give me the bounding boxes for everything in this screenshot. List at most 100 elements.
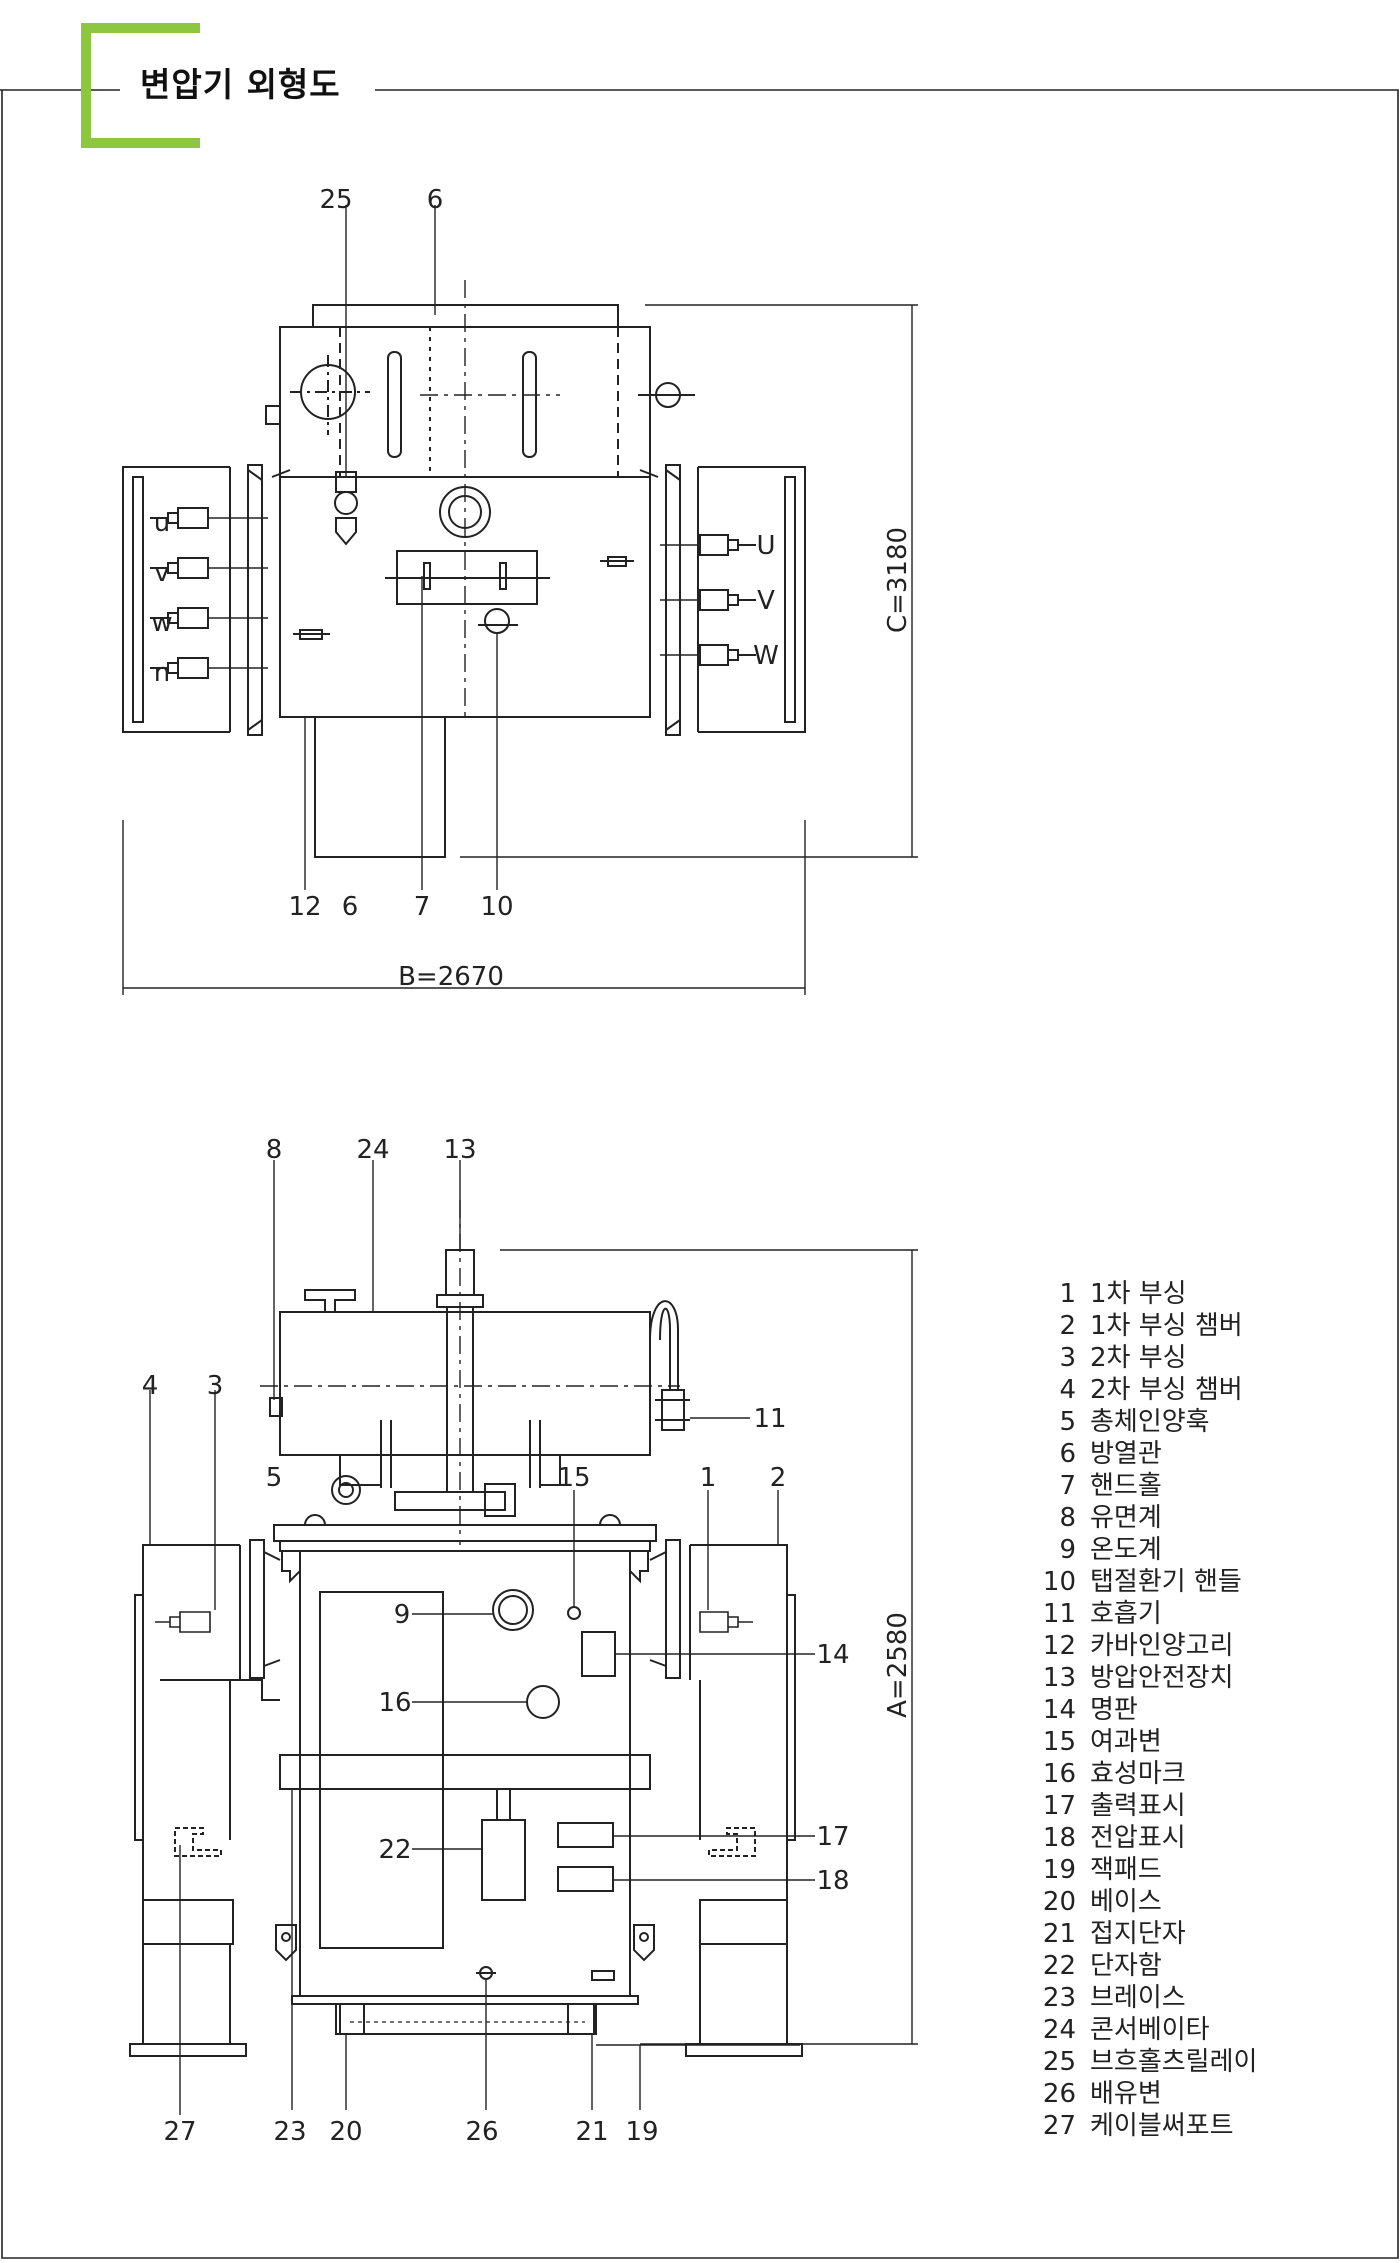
legend-label: 잭패드 — [1090, 1855, 1162, 1885]
legend-label: 콘서베이타 — [1090, 2015, 1210, 2045]
legend-item: 25 브흐홀츠릴레이 — [1036, 2046, 1366, 2078]
terminal-V: V — [757, 586, 775, 616]
terminal-v: v — [154, 558, 169, 588]
callout-12: 12 — [288, 892, 321, 922]
front-view — [129, 1160, 918, 2115]
terminal-U: U — [756, 531, 775, 561]
legend-label: 1차 부싱 — [1090, 1279, 1187, 1309]
terminal-w: w — [151, 608, 172, 638]
legend-item: 13 방압안전장치 — [1036, 1662, 1366, 1694]
callout-11: 11 — [753, 1404, 786, 1434]
legend-label: 방압안전장치 — [1090, 1663, 1234, 1693]
legend-label: 온도계 — [1090, 1535, 1162, 1565]
callout-1: 1 — [700, 1463, 717, 1493]
sheet-border — [0, 23, 1399, 2259]
callout-21: 21 — [575, 2117, 608, 2147]
callout-18: 18 — [816, 1866, 849, 1896]
callout-26: 26 — [465, 2117, 498, 2147]
legend-item: 8 유면계 — [1036, 1502, 1366, 1534]
legend-item: 27 케이블써포트 — [1036, 2110, 1366, 2142]
legend-number: 8 — [1059, 1503, 1076, 1533]
callout-23: 23 — [273, 2117, 306, 2147]
terminal-u: u — [154, 508, 170, 538]
legend-label: 탭절환기 핸들 — [1090, 1567, 1242, 1597]
legend-label: 전압표시 — [1090, 1823, 1186, 1853]
callout-27: 27 — [163, 2117, 196, 2147]
terminal-n: n — [154, 658, 170, 688]
legend-label: 1차 부싱 챔버 — [1090, 1311, 1243, 1341]
legend-number: 16 — [1042, 1759, 1076, 1789]
legend-number: 9 — [1059, 1535, 1076, 1565]
legend-label: 출력표시 — [1090, 1791, 1186, 1821]
legend-number: 11 — [1042, 1599, 1076, 1629]
legend-label: 효성마크 — [1090, 1759, 1186, 1789]
legend-number: 5 — [1059, 1407, 1076, 1437]
legend-number: 22 — [1042, 1951, 1076, 1981]
legend-item: 24 콘서베이타 — [1036, 2014, 1366, 2046]
top-view — [122, 205, 918, 995]
legend-item: 22 단자함 — [1036, 1950, 1366, 1982]
legend-label: 베이스 — [1090, 1887, 1162, 1917]
legend-number: 26 — [1042, 2079, 1076, 2109]
legend-number: 18 — [1042, 1823, 1076, 1853]
dim-c: C=3180 — [883, 527, 913, 633]
legend-number: 3 — [1059, 1343, 1076, 1373]
legend-label: 2차 부싱 — [1090, 1343, 1187, 1373]
legend-label: 케이블써포트 — [1090, 2111, 1234, 2141]
legend-number: 12 — [1042, 1631, 1076, 1661]
legend-number: 1 — [1059, 1279, 1076, 1309]
callout-6: 6 — [427, 185, 444, 215]
callout-17: 17 — [816, 1822, 849, 1852]
legend-label: 명판 — [1090, 1695, 1138, 1725]
legend-number: 10 — [1042, 1567, 1076, 1597]
legend-item: 10 탭절환기 핸들 — [1036, 1566, 1366, 1598]
legend-number: 27 — [1042, 2111, 1076, 2141]
top-view-labels: 25 6 12 6 7 10 u v w n U V W B=2670 C=31… — [151, 185, 913, 992]
dim-a: A=2580 — [883, 1612, 913, 1718]
legend-item: 15 여과변 — [1036, 1726, 1366, 1758]
callout-10: 10 — [480, 892, 513, 922]
callout-3: 3 — [207, 1371, 224, 1401]
callout-13: 13 — [443, 1135, 476, 1165]
legend-label: 총체인양훅 — [1090, 1407, 1210, 1437]
legend-number: 17 — [1042, 1791, 1076, 1821]
callout-14: 14 — [816, 1640, 849, 1670]
callout-24: 24 — [356, 1135, 389, 1165]
legend-label: 단자함 — [1090, 1951, 1162, 1981]
callout-7: 7 — [414, 892, 431, 922]
legend-label: 유면계 — [1090, 1503, 1162, 1533]
legend-label: 브흐홀츠릴레이 — [1090, 2047, 1258, 2077]
legend-label: 여과변 — [1090, 1727, 1162, 1757]
legend-item: 17 출력표시 — [1036, 1790, 1366, 1822]
page-title: 변압기 외형도 — [140, 65, 341, 104]
callout-2: 2 — [770, 1463, 787, 1493]
legend-number: 24 — [1042, 2015, 1076, 2045]
legend-item: 5 총체인양훅 — [1036, 1406, 1366, 1438]
legend-number: 20 — [1042, 1887, 1076, 1917]
callout-22: 22 — [378, 1835, 411, 1865]
dim-b: B=2670 — [398, 962, 504, 992]
legend-number: 25 — [1042, 2047, 1076, 2077]
callout-4: 4 — [142, 1371, 159, 1401]
callout-5: 5 — [266, 1463, 283, 1493]
legend-item: 3 2차 부싱 — [1036, 1342, 1366, 1374]
legend-number: 15 — [1042, 1727, 1076, 1757]
legend-item: 1 1차 부싱 — [1036, 1278, 1366, 1310]
legend-number: 21 — [1042, 1919, 1076, 1949]
legend-number: 13 — [1042, 1663, 1076, 1693]
legend-number: 4 — [1059, 1375, 1076, 1405]
callout-20: 20 — [329, 2117, 362, 2147]
